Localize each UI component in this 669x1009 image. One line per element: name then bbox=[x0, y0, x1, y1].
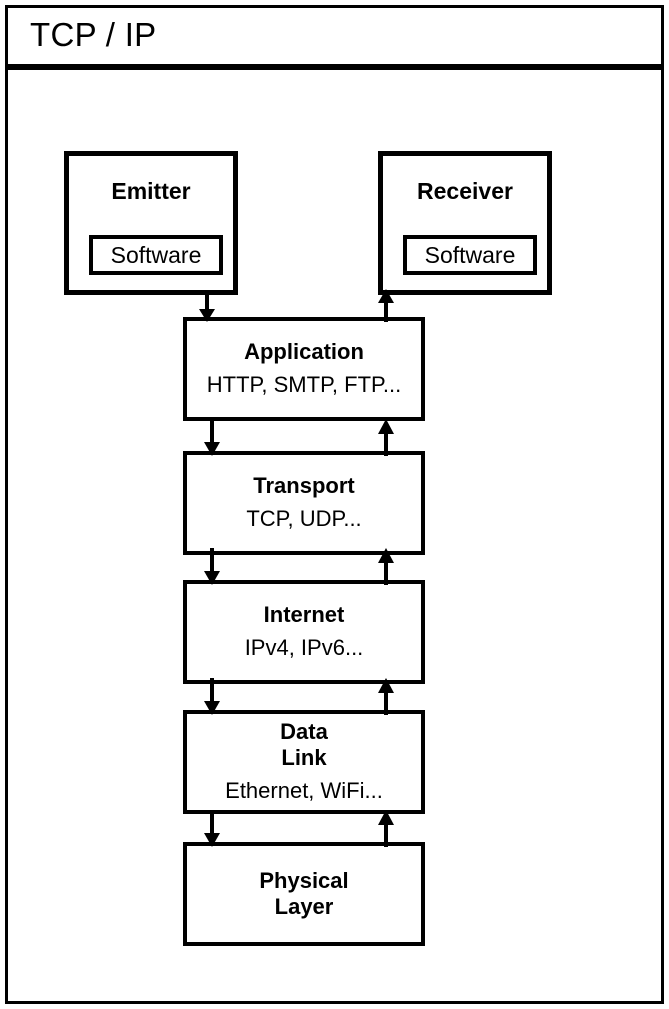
page-title: TCP / IP bbox=[30, 16, 157, 53]
layer-title-application: Application bbox=[244, 339, 364, 365]
emitter-box: Emitter Software bbox=[64, 151, 238, 295]
layer-subtitle-transport: TCP, UDP... bbox=[246, 506, 362, 532]
emitter-software-label: Software bbox=[110, 241, 202, 268]
layer-title-internet: Internet bbox=[263, 602, 345, 628]
receiver-software-box: Software bbox=[403, 235, 537, 275]
layer-title-physical: Physical Layer bbox=[259, 868, 349, 919]
layer-box-physical: Physical Layer bbox=[183, 842, 425, 946]
arrow-up-internet-to-transport bbox=[373, 548, 399, 585]
layer-box-data-link: Data Link Ethernet, WiFi... bbox=[183, 710, 425, 814]
header-bar: TCP / IP bbox=[8, 8, 661, 65]
receiver-title: Receiver bbox=[417, 178, 513, 204]
arrow-down-data-link-to-physical bbox=[199, 810, 225, 847]
arrow-up-physical-to-data-link bbox=[373, 810, 399, 847]
layer-title-transport: Transport bbox=[253, 473, 355, 499]
layer-box-internet: Internet IPv4, IPv6... bbox=[183, 580, 425, 684]
arrow-down-emitter-to-application bbox=[194, 292, 220, 322]
arrow-up-application-to-receiver bbox=[373, 289, 399, 322]
receiver-software-label: Software bbox=[424, 241, 516, 268]
layer-box-application: Application HTTP, SMTP, FTP... bbox=[183, 317, 425, 421]
arrow-down-internet-to-data-link bbox=[199, 678, 225, 715]
arrow-down-transport-to-internet bbox=[199, 548, 225, 585]
layer-title-data-link: Data Link bbox=[280, 719, 328, 771]
arrow-up-data-link-to-internet bbox=[373, 678, 399, 715]
emitter-title: Emitter bbox=[111, 178, 191, 204]
layer-subtitle-data-link: Ethernet, WiFi... bbox=[225, 778, 383, 804]
emitter-software-box: Software bbox=[89, 235, 223, 275]
arrow-down-application-to-transport bbox=[199, 419, 225, 456]
receiver-box: Receiver Software bbox=[378, 151, 552, 295]
layer-subtitle-internet: IPv4, IPv6... bbox=[244, 635, 364, 661]
arrow-up-transport-to-application bbox=[373, 419, 399, 456]
layer-box-transport: Transport TCP, UDP... bbox=[183, 451, 425, 555]
layer-subtitle-application: HTTP, SMTP, FTP... bbox=[206, 372, 402, 398]
header-divider bbox=[8, 64, 661, 70]
